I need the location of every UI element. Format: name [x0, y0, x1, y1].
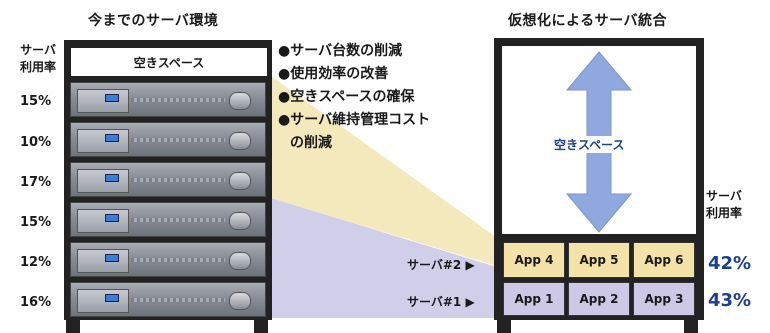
app-6-box: App 6 — [633, 242, 695, 278]
app-1-box: App 1 — [503, 282, 565, 316]
app-2-box: App 2 — [568, 282, 630, 316]
legacy-server-3 — [70, 162, 266, 197]
right-util-label: サーバ 利用率 — [706, 188, 766, 222]
status-led — [105, 94, 119, 102]
right-title: 仮想化によるサーバ統合 — [508, 13, 667, 29]
server2-label: サーバ#2 ▶ — [407, 258, 475, 272]
app-4-box: App 4 — [503, 242, 565, 278]
status-led — [105, 174, 119, 182]
wedge-to-server1 — [271, 198, 500, 318]
left-util-label-line1: サーバ — [20, 43, 56, 57]
vent-stripe — [131, 298, 225, 302]
drive-bay — [77, 289, 129, 313]
server-rate-6: 16% — [20, 295, 52, 310]
left-rack-leg-left — [66, 318, 80, 333]
server-rate-5: 12% — [20, 255, 52, 270]
vent-stripe — [131, 138, 225, 142]
benefit-item: ●空きスペースの確保 — [278, 89, 415, 105]
benefit-item: ●使用効率の改善 — [278, 66, 389, 82]
benefit-item: ●サーバ台数の削減 — [278, 43, 403, 59]
legacy-server-6 — [70, 282, 266, 317]
right-util-label-line2: 利用率 — [706, 206, 743, 220]
left-free-space: 空きスペース — [70, 47, 268, 77]
benefit-item: の削減 — [290, 135, 332, 151]
app-5-box: App 5 — [568, 242, 630, 278]
drive-bay — [77, 209, 129, 233]
server-handle — [229, 132, 251, 150]
server-handle — [229, 92, 251, 110]
right-util-label-line1: サーバ — [706, 189, 742, 203]
server-handle — [229, 172, 251, 190]
left-title: 今までのサーバ環境 — [88, 13, 219, 29]
server-rate-2: 10% — [20, 135, 52, 150]
server-handle — [229, 252, 251, 270]
wedge-to-server2 — [271, 76, 500, 267]
status-led — [105, 214, 119, 222]
server1-rate: 43% — [708, 290, 752, 311]
server-rate-4: 15% — [20, 215, 52, 230]
drive-bay — [77, 249, 129, 273]
server-handle — [229, 212, 251, 230]
vent-stripe — [131, 258, 225, 262]
drive-bay — [77, 129, 129, 153]
server-handle — [229, 292, 251, 310]
legacy-server-5 — [70, 242, 266, 277]
legacy-server-1 — [70, 82, 266, 117]
status-led — [105, 134, 119, 142]
left-util-label: サーバ 利用率 — [4, 42, 56, 76]
status-led — [105, 254, 119, 262]
left-util-label-line2: 利用率 — [19, 60, 56, 74]
legacy-server-4 — [70, 202, 266, 237]
benefits-list: ●サーバ台数の削減 ●使用効率の改善 ●空きスペースの確保 ●サーバ維持管理コス… — [278, 40, 430, 155]
vent-stripe — [131, 218, 225, 222]
right-free-space-label: 空きスペース — [552, 136, 627, 153]
drive-bay — [77, 169, 129, 193]
server1-label: サーバ#1 ▶ — [407, 295, 475, 309]
server2-rate: 42% — [708, 253, 752, 274]
server-rate-3: 17% — [20, 175, 52, 190]
drive-bay — [77, 89, 129, 113]
vent-stripe — [131, 98, 225, 102]
status-led — [105, 294, 119, 302]
benefit-item: ●サーバ維持管理コスト — [278, 112, 431, 128]
legacy-server-2 — [70, 122, 266, 157]
server-rate-1: 15% — [20, 94, 52, 109]
left-rack-leg-right — [254, 318, 268, 333]
right-rack-leg-right — [684, 318, 698, 333]
app-3-box: App 3 — [633, 282, 695, 316]
vent-stripe — [131, 178, 225, 182]
right-rack-leg-left — [497, 318, 511, 333]
